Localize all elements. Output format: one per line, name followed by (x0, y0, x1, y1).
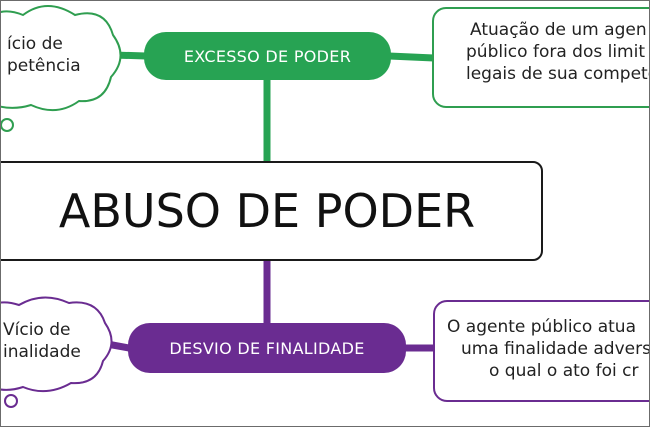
connector-excesso-to-note (388, 52, 435, 62)
central-node: ABUSO DE PODER (1, 161, 543, 261)
note-top-line: público fora dos limit (466, 42, 645, 62)
note-top-line: legais de sua competê (466, 64, 650, 84)
cloud-top-line: ício de (7, 34, 63, 54)
note-bottom-line: uma finalidade advers (461, 339, 650, 359)
cloud-top-line: petência (7, 56, 81, 76)
desvio-de-finalidade-node: DESVIO DE FINALIDADE (128, 323, 406, 373)
note-top-line: Atuação de um agen (470, 20, 647, 40)
note-bottom-line: O agente público atua (447, 317, 636, 337)
cloud-bottom-text: Vício de inalidade (3, 319, 81, 363)
cloud-top-text: ício de petência (7, 33, 81, 77)
desvio-definition-note: O agente público atua uma finalidade adv… (433, 300, 650, 402)
note-bottom-line: o qual o ato foi cr (489, 361, 639, 381)
cloud-bottom-line: inalidade (3, 342, 81, 362)
cloud-bottom-line: Vício de (3, 320, 71, 340)
excesso-definition-note: Atuação de um agen público fora dos limi… (432, 7, 650, 108)
excesso-de-poder-node: EXCESSO DE PODER (144, 32, 391, 80)
